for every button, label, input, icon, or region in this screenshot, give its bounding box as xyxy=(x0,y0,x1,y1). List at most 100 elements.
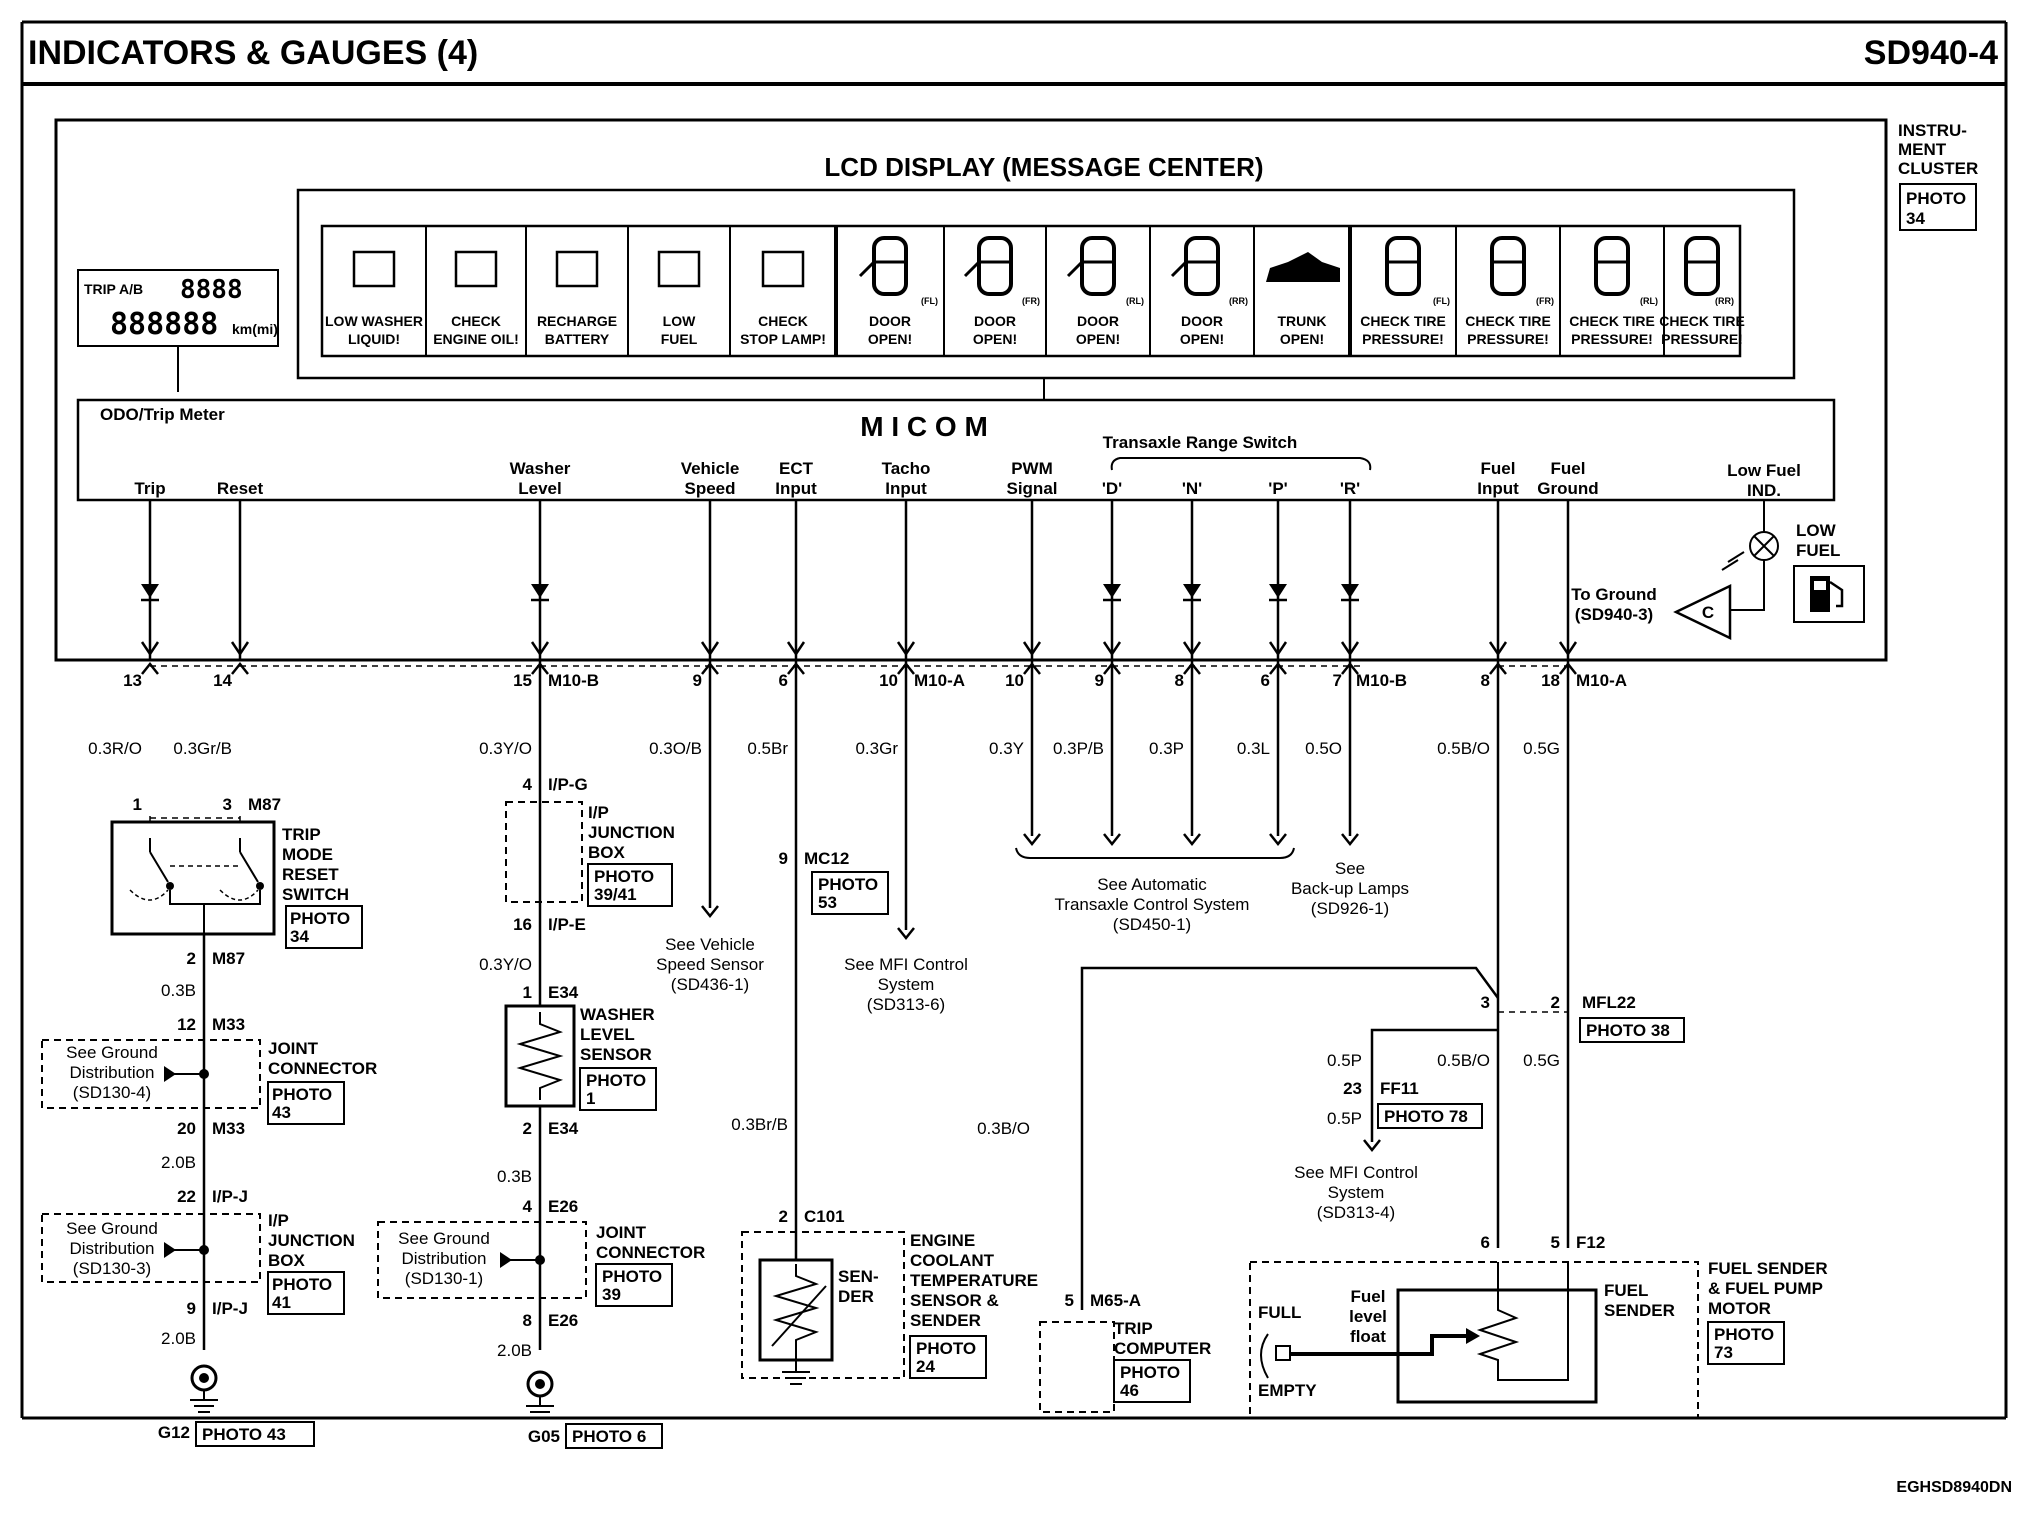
arrow xyxy=(500,1252,512,1268)
wire-label: 0.3L xyxy=(1237,739,1270,758)
pin-16: 16 xyxy=(513,915,532,934)
pin-label-reset: Reset xyxy=(217,479,264,498)
fuel-pump-icon xyxy=(1810,576,1844,612)
switch-conn-dash xyxy=(149,816,241,822)
conn-m10a-2: M10-A xyxy=(1576,671,1627,690)
tire-fl-icon xyxy=(1385,236,1421,296)
atcs-brace xyxy=(1015,847,1295,859)
cluster-photo: PHOTO 34 xyxy=(1906,189,1971,228)
lamp-rays xyxy=(1721,551,1745,571)
arrow xyxy=(164,1242,176,1258)
wire-label: 0.3Br/B xyxy=(731,1115,788,1134)
lcd-title: LCD DISPLAY (MESSAGE CENTER) xyxy=(824,152,1263,182)
wire-label: 0.3B xyxy=(497,1167,532,1186)
wire-label: 0.5B/O xyxy=(1437,1051,1490,1070)
odo-line1: 8888 xyxy=(180,275,243,305)
wire-label: 2.0B xyxy=(497,1341,532,1360)
car-door-fl-icon xyxy=(858,236,908,296)
icon-label-line2: LIQUID! xyxy=(348,331,400,347)
icon-label-line2: BATTERY xyxy=(545,331,610,347)
conn-m10b: M10-B xyxy=(548,671,599,690)
icon-label-line2: PRESSURE! xyxy=(1467,331,1549,347)
icon-tag: (RR) xyxy=(1715,296,1734,306)
float-travel xyxy=(1260,1333,1269,1379)
conn-m65a: M65-A xyxy=(1090,1291,1141,1310)
pin-7: 7 xyxy=(1333,671,1342,690)
wire-label: 0.5G xyxy=(1523,1051,1560,1070)
wire-label: 0.3O/B xyxy=(649,739,702,758)
pin-label-d: 'D' xyxy=(1102,479,1122,498)
connector-arrow xyxy=(700,641,720,657)
photo-46-box xyxy=(1113,1359,1191,1403)
ect-sensor-box xyxy=(741,1231,905,1379)
icon-label-line2: ENGINE OIL! xyxy=(433,331,519,347)
engine-oil-icon xyxy=(454,250,498,288)
connector-arrow xyxy=(230,641,250,657)
connector-arrow xyxy=(140,641,160,657)
pin-9d: 9 xyxy=(779,849,788,868)
connector-arrow xyxy=(786,641,806,657)
full-label: FULL xyxy=(1258,1303,1301,1322)
wire-label: 0.5O xyxy=(1305,739,1342,758)
ip-junction-box-g xyxy=(505,801,583,903)
photo-34-box xyxy=(285,905,363,949)
pin-10: 10 xyxy=(879,671,898,690)
pin-10b: 10 xyxy=(1005,671,1024,690)
fuel-pump-icon xyxy=(657,250,701,288)
conn-ipj-b: I/P-J xyxy=(212,1299,248,1318)
icon-label-line1: DOOR xyxy=(869,313,911,329)
connector-arrow xyxy=(1340,641,1360,657)
lowfuel-ground-wire xyxy=(1730,560,1765,611)
lamp-cross xyxy=(1753,535,1775,557)
wire-set xyxy=(140,500,1578,675)
connector-arrow xyxy=(1558,641,1578,657)
pin-15: 15 xyxy=(513,671,532,690)
photo-78-box xyxy=(1377,1103,1483,1129)
cluster-label: INSTRU- MENT CLUSTER xyxy=(1898,121,1978,178)
icon-label-line1: CHECK xyxy=(758,313,808,329)
icon-label-line1: LOW xyxy=(663,313,696,329)
ground-g12-label: G12 xyxy=(158,1423,190,1442)
wire-label: 0.3B xyxy=(161,981,196,1000)
low-fuel-icon-box xyxy=(1793,565,1865,623)
pin-8c: 8 xyxy=(523,1311,532,1330)
connector-arrow xyxy=(1022,641,1042,657)
car-trunk-icon xyxy=(1266,252,1340,282)
connector-arrow xyxy=(530,641,550,657)
pin-4b: 4 xyxy=(523,1197,533,1216)
diode-icon xyxy=(1183,584,1201,598)
conn-m87-out: M87 xyxy=(212,949,245,968)
page-code: SD940-4 xyxy=(1864,34,1998,72)
conn-ipe: I/P-E xyxy=(548,915,586,934)
photo-1-box xyxy=(579,1067,657,1111)
fuel-sender-pump-box xyxy=(1249,1261,1699,1419)
conn-e34-b: E34 xyxy=(548,1119,579,1138)
pin-12: 12 xyxy=(177,1015,196,1034)
connector-arrow xyxy=(141,661,159,675)
icon-label-line1: CHECK TIRE xyxy=(1569,313,1655,329)
wire-label: 0.3Y xyxy=(989,739,1024,758)
pin-23: 23 xyxy=(1343,1079,1362,1098)
diode-icon xyxy=(141,584,159,598)
transaxle-wires xyxy=(1030,660,1352,836)
pin-3: 3 xyxy=(1481,993,1490,1012)
icon-label-line1: CHECK TIRE xyxy=(1360,313,1446,329)
tire-fr-icon xyxy=(1490,236,1526,296)
photo-41-box xyxy=(267,1271,345,1315)
icon-tag: (FL) xyxy=(921,296,938,306)
conn-e26-b: E26 xyxy=(548,1311,578,1330)
transaxle-range-label: Transaxle Range Switch xyxy=(1103,433,1298,452)
conn-ipg: I/P-G xyxy=(548,775,588,794)
